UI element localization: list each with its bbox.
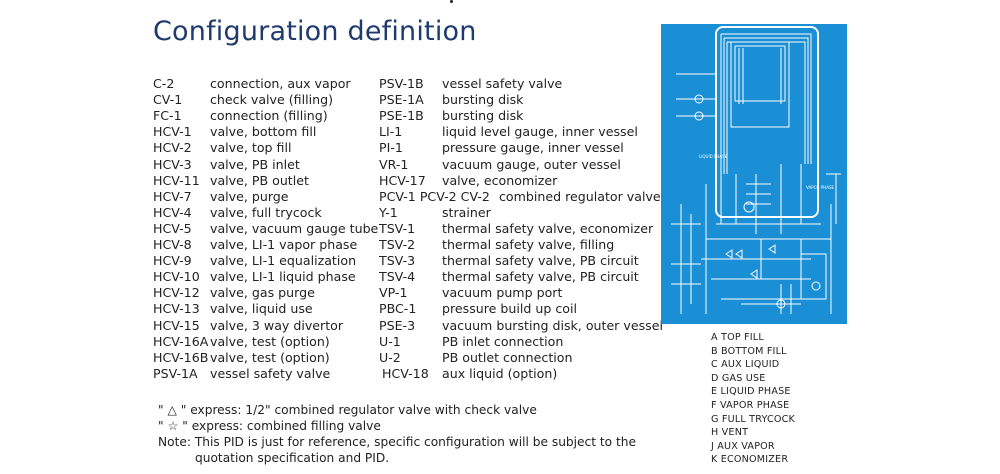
definition-desc: thermal safety valve, filling — [442, 237, 615, 252]
definition-desc: valve, bottom fill — [210, 124, 317, 140]
definition-desc: connection (filling) — [210, 108, 328, 124]
definition-code: TSV-1 — [379, 220, 416, 236]
pid-schematic: LIQUID PHASE VAPOR PHASE — [671, 26, 841, 314]
definition-code: HCV-5 — [153, 220, 192, 236]
definition-code: HCV-9 — [153, 253, 192, 269]
definition-desc: strainer — [442, 204, 491, 220]
pid-legend: A TOP FILL B BOTTOM FILL C AUX LIQUID D … — [711, 331, 795, 467]
note-reference-cont: quotation specification and PID. — [195, 451, 390, 465]
definition-code: HCV-17 — [379, 172, 426, 188]
definition-code: U-2 — [379, 349, 401, 365]
definition-code: HCV-13 — [153, 301, 200, 317]
definition-code: TSV-2 — [379, 237, 416, 252]
definition-desc: PB inlet connection — [442, 333, 564, 349]
definition-desc: pressure gauge, inner vessel — [442, 140, 624, 156]
definition-desc: valve, vacuum gauge tube — [210, 220, 379, 236]
definition-code: HCV-16A — [153, 333, 209, 349]
definition-code: PSE-1B — [379, 108, 424, 124]
stray-dot — [450, 0, 453, 3]
definition-code: HCV-15 — [153, 317, 200, 333]
legend-item: D GAS USE — [711, 372, 766, 384]
notes-block: " △ " express: 1/2" combined regulator v… — [158, 402, 636, 466]
legend-item: K ECONOMIZER — [711, 454, 789, 466]
definition-code: HCV-2 — [153, 140, 192, 156]
definition-code: HCV-3 — [153, 156, 192, 172]
definition-desc: valve, full trycock — [210, 204, 322, 220]
definition-code: PSE-3 — [379, 317, 416, 333]
definition-code: HCV-18 — [382, 365, 429, 381]
definition-desc: vessel safety valve — [210, 365, 331, 381]
definition-desc: valve, PB outlet — [210, 172, 309, 188]
definition-desc: aux liquid (option) — [442, 365, 558, 381]
definition-desc: bursting disk — [442, 92, 524, 108]
definition-desc: valve, test (option) — [210, 349, 330, 365]
definition-desc: liquid level gauge, inner vessel — [442, 124, 638, 140]
definition-desc: PB outlet connection — [442, 349, 573, 365]
definition-desc: valve, test (option) — [210, 333, 330, 349]
definition-code: VR-1 — [379, 156, 409, 172]
definition-code: Y-1 — [379, 204, 398, 220]
legend-item: H VENT — [711, 427, 749, 439]
definition-desc: valve, liquid use — [210, 301, 313, 317]
definition-desc: valve, top fill — [210, 140, 292, 156]
definition-code: HCV-11 — [153, 172, 200, 188]
definition-code: PSV-1A — [153, 365, 198, 381]
legend-item: E LIQUID PHASE — [711, 386, 791, 398]
definition-desc: valve, LI-1 vapor phase — [210, 237, 358, 252]
definition-code: C-2 — [153, 76, 175, 91]
definition-code: FC-1 — [153, 108, 182, 124]
definition-desc: pressure build up coil — [442, 301, 577, 317]
note-reference: Note: This PID is just for reference, sp… — [158, 435, 637, 449]
definition-code: VP-1 — [379, 285, 408, 301]
definition-desc: valve, LI-1 equalization — [210, 253, 357, 269]
note-star: " ☆ " express: combined filling valve — [158, 419, 381, 433]
definition-code: HCV-1 — [153, 124, 192, 140]
definition-code: HCV-7 — [153, 188, 192, 204]
definition-code: PSE-1A — [379, 92, 424, 108]
definition-desc: bursting disk — [442, 108, 524, 124]
definition-desc: check valve (filling) — [210, 92, 333, 108]
definition-desc: valve, economizer — [442, 172, 558, 188]
definition-code: TSV-4 — [379, 269, 416, 285]
legend-item: B BOTTOM FILL — [711, 345, 787, 357]
pid-label-vapor-phase: VAPOR PHASE — [806, 185, 835, 190]
legend-item: J AUX VAPOR — [711, 440, 775, 452]
definition-desc: vessel safety valve — [442, 76, 563, 91]
definition-desc: valve, gas purge — [210, 285, 315, 301]
definition-desc: valve, LI-1 liquid phase — [210, 269, 356, 285]
definition-code: PBC-1 — [379, 301, 417, 317]
definition-desc: vacuum gauge, outer vessel — [442, 156, 621, 172]
definition-code: PSV-1B — [379, 76, 424, 91]
definition-desc: connection, aux vapor — [210, 76, 351, 91]
pid-diagram: LIQUID PHASE VAPOR PHASE — [661, 24, 847, 324]
definition-desc: valve, purge — [210, 188, 289, 204]
legend-item: F VAPOR PHASE — [711, 399, 790, 411]
definition-desc: thermal safety valve, PB circuit — [442, 253, 639, 269]
definition-desc: vacuum pump port — [442, 285, 563, 301]
definition-code: CV-1 — [153, 92, 183, 108]
definition-code: HCV-4 — [153, 204, 192, 220]
legend-item: G FULL TRYCOCK — [711, 413, 796, 425]
page-title: Configuration definition — [153, 16, 477, 47]
definition-code: HCV-12 — [153, 285, 200, 301]
note-triangle: " △ " express: 1/2" combined regulator v… — [158, 403, 537, 417]
pid-label-liquid-phase: LIQUID PHASE — [699, 154, 728, 159]
definition-code: HCV-8 — [153, 237, 192, 252]
definition-desc: vacuum bursting disk, outer vessel — [442, 317, 663, 333]
definition-code: TSV-3 — [379, 253, 416, 269]
definition-desc: thermal safety valve, economizer — [442, 220, 654, 236]
definition-code: PCV-1 PCV-2 CV-2 — [379, 188, 490, 204]
definition-desc: thermal safety valve, PB circuit — [442, 269, 639, 285]
definition-code: HCV-16B — [153, 349, 209, 365]
definition-code: U-1 — [379, 333, 401, 349]
definition-code: HCV-10 — [153, 269, 200, 285]
definition-desc: valve, 3 way divertor — [210, 317, 344, 333]
definition-code: LI-1 — [379, 124, 403, 140]
legend-item: A TOP FILL — [711, 332, 764, 343]
definition-desc: combined regulator valve — [499, 188, 661, 204]
definition-code: PI-1 — [379, 140, 403, 156]
legend-item: C AUX LIQUID — [711, 359, 780, 371]
definition-desc: valve, PB inlet — [210, 156, 300, 172]
